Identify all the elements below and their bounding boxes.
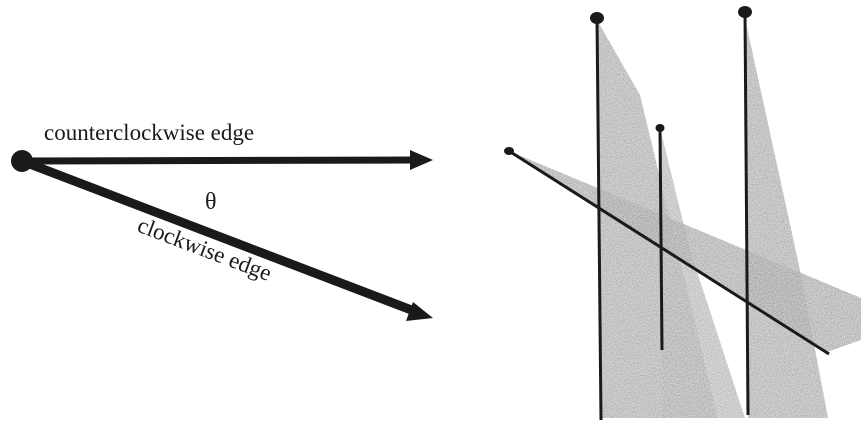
shadows xyxy=(509,14,861,418)
pole2-shadow xyxy=(660,128,745,418)
clockwise-edge-arrow xyxy=(17,156,433,321)
counterclockwise-edge-label: counterclockwise edge xyxy=(44,120,254,145)
counterclockwise-arrowhead xyxy=(410,150,433,170)
angle-theta-label: θ xyxy=(205,189,217,215)
counterclockwise-edge-arrow xyxy=(18,150,433,170)
pole-3 xyxy=(738,6,752,416)
pole1-top xyxy=(590,12,604,24)
slanted-pole xyxy=(504,147,830,356)
pole3-shadow xyxy=(744,14,828,418)
pole-1 xyxy=(590,12,604,421)
vertex-point xyxy=(11,150,33,172)
shadow-poles-illustration xyxy=(504,6,861,421)
slanted-pole-top xyxy=(504,147,514,155)
pole3-top xyxy=(738,6,752,18)
slanted-pole-shadow xyxy=(509,151,861,352)
clockwise-arrowhead xyxy=(406,302,433,321)
pole-2 xyxy=(655,124,665,351)
pole2-top xyxy=(655,124,665,132)
edge-angle-diagram: counterclockwise edge θ clockwise edge xyxy=(11,120,433,321)
